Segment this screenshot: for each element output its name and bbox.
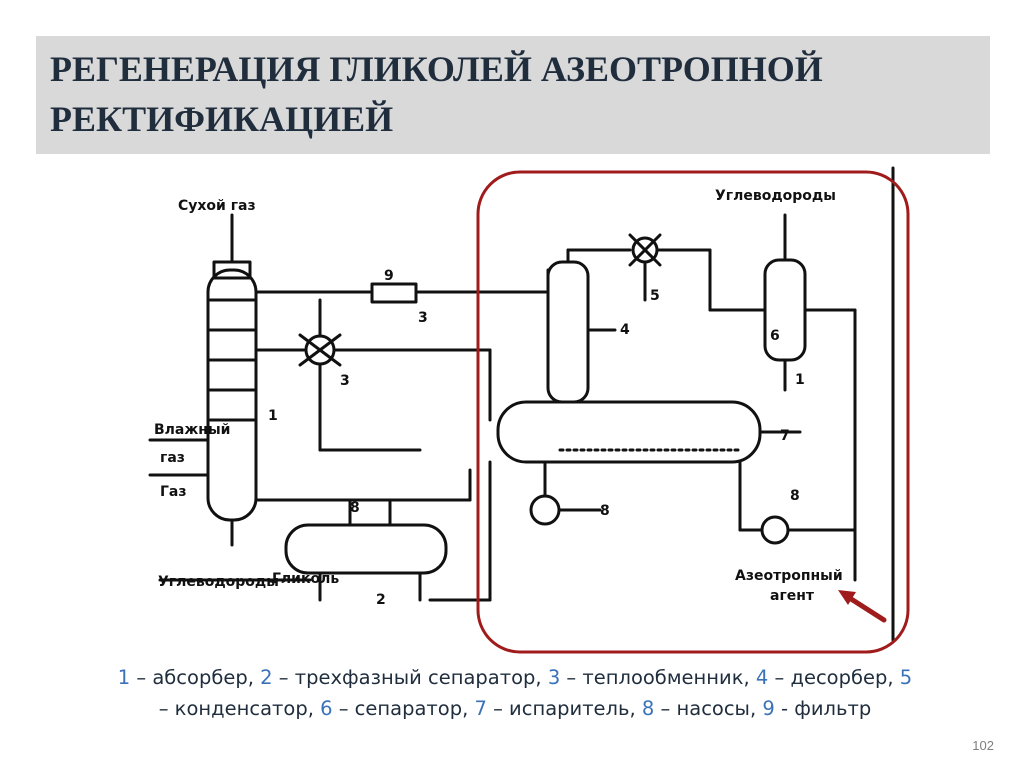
label-bottom-left: Углеводороды [158, 574, 279, 590]
label-bottom-right-1: Азеотропный [735, 568, 843, 584]
caption-text-2: – трехфазный сепаратор, [272, 666, 548, 689]
page-number: 102 [972, 738, 994, 753]
highlight-arrow [845, 594, 887, 623]
evaporator-7 [496, 400, 802, 464]
three-phase-separator-2 [284, 498, 448, 602]
label-left-3: Газ [160, 484, 187, 500]
label-num-8b: 8 [790, 488, 800, 504]
caption-num-5: 5 [899, 666, 913, 689]
caption-num-8: 8 [641, 697, 655, 720]
label-top-left: Сухой газ [178, 198, 256, 214]
title-bar: РЕГЕНЕРАЦИЯ ГЛИКОЛЕЙ АЗЕОТРОПНОЙ РЕКТИФИ… [36, 36, 990, 154]
label-num-8c: 8 [350, 500, 360, 516]
pump-8-right [738, 460, 857, 545]
label-num-8a: 8 [600, 503, 610, 519]
caption-num-6: 6 [320, 697, 333, 720]
separator-6 [763, 213, 857, 582]
caption-text-5: – конденсатор, [158, 697, 321, 720]
label-left-2: газ [160, 450, 185, 466]
caption-text-6: – сепаратор, [332, 697, 475, 720]
pump-8-left [529, 460, 602, 526]
caption-num-9: 9 [762, 697, 775, 720]
absorber-shell [206, 268, 258, 522]
caption-text-8: – насосы, [654, 697, 763, 720]
label-num-5: 5 [650, 288, 660, 304]
label-bottom-right-2: агент [770, 588, 815, 604]
highlight-arrow-head [838, 590, 856, 605]
caption-num-7: 7 [474, 697, 487, 720]
label-num-9: 9 [384, 268, 394, 284]
caption-text-4: – десорбер, [768, 666, 900, 689]
caption-num-4: 4 [755, 666, 769, 689]
caption-text-7: – испаритель, [486, 697, 642, 720]
caption-num-2: 2 [260, 666, 273, 689]
caption-text-9: - фильтр [774, 697, 872, 720]
label-num-6: 6 [770, 328, 780, 344]
label-num-1: 1 [268, 408, 278, 424]
figure-caption: 1 – абсорбер, 2 – трехфазный сепаратор, … [110, 662, 920, 724]
label-left-1: Влажный [154, 422, 230, 438]
slide-title-line-1: РЕГЕНЕРАЦИЯ ГЛИКОЛЕЙ АЗЕОТРОПНОЙ [50, 49, 823, 89]
filter-9 [370, 282, 418, 304]
caption-text-3: – теплообменник, [560, 666, 756, 689]
highlight-frame [476, 170, 910, 654]
slide-title-line-2: РЕКТИФИКАЦИЕЙ [50, 99, 394, 139]
desorber-column-4 [546, 248, 632, 404]
label-top-right: Углеводороды [715, 188, 836, 204]
caption-text-1: – абсорбер, [130, 666, 261, 689]
label-num-4: 4 [620, 322, 630, 338]
absorber-column [206, 213, 258, 547]
label-num-2: 2 [376, 592, 386, 608]
label-glycol: Гликоль [272, 571, 339, 587]
label-num-3a: 3 [340, 373, 350, 389]
caption-num-3: 3 [547, 666, 561, 689]
caption-num-1: 1 [117, 666, 131, 689]
label-num-3b: 3 [418, 310, 428, 326]
label-num-7: 7 [780, 428, 790, 444]
label-num-1b: 1 [795, 372, 805, 388]
